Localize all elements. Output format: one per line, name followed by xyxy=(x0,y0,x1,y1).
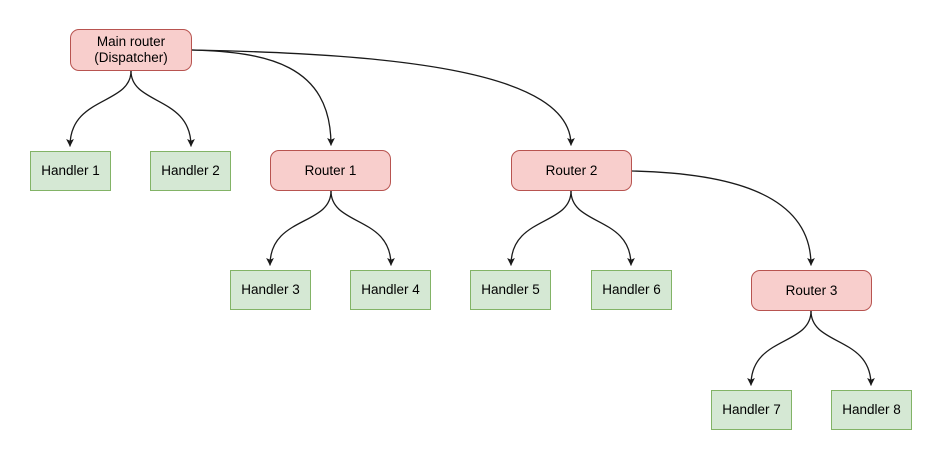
edge-router-2-to-handler-5 xyxy=(507,190,572,266)
node-main-router[interactable]: Main router (Dispatcher) xyxy=(70,29,192,71)
node-handler-4[interactable]: Handler 4 xyxy=(350,270,431,310)
node-handler-7[interactable]: Handler 7 xyxy=(711,390,792,430)
node-handler-3[interactable]: Handler 3 xyxy=(230,270,311,310)
node-handler-6[interactable]: Handler 6 xyxy=(591,270,672,310)
node-label-main-router: Main router (Dispatcher) xyxy=(94,34,168,65)
node-label-router-3: Router 3 xyxy=(785,282,838,298)
node-label-handler-5: Handler 5 xyxy=(481,282,540,297)
edge-router-3-to-handler-8 xyxy=(810,310,875,386)
edge-router-2-to-router-3 xyxy=(631,170,815,266)
node-router-2[interactable]: Router 2 xyxy=(511,150,632,191)
edge-router-3-to-handler-7 xyxy=(747,310,812,386)
node-label-handler-3: Handler 3 xyxy=(241,282,300,297)
node-label-handler-2: Handler 2 xyxy=(161,163,220,178)
node-handler-5[interactable]: Handler 5 xyxy=(470,270,551,310)
edge-main-to-handler-1 xyxy=(66,70,132,147)
edge-router-2-to-handler-6 xyxy=(570,190,635,266)
node-label-handler-4: Handler 4 xyxy=(361,282,420,297)
node-label-router-1: Router 1 xyxy=(304,162,357,178)
node-router-1[interactable]: Router 1 xyxy=(270,150,391,191)
node-handler-1[interactable]: Handler 1 xyxy=(30,151,111,191)
edge-router-1-to-handler-3 xyxy=(266,190,332,266)
node-router-3[interactable]: Router 3 xyxy=(751,270,872,311)
node-label-handler-6: Handler 6 xyxy=(602,282,661,297)
edge-main-to-router-1 xyxy=(191,49,335,146)
edge-main-to-router-2 xyxy=(191,49,575,146)
node-label-handler-8: Handler 8 xyxy=(842,402,901,417)
node-handler-8[interactable]: Handler 8 xyxy=(831,390,912,430)
edge-router-1-to-handler-4 xyxy=(330,190,395,266)
edge-group xyxy=(66,49,875,386)
edge-main-to-handler-2 xyxy=(130,70,195,147)
node-label-handler-1: Handler 1 xyxy=(41,163,100,178)
node-handler-2[interactable]: Handler 2 xyxy=(150,151,231,191)
node-label-handler-7: Handler 7 xyxy=(722,402,781,417)
node-label-router-2: Router 2 xyxy=(545,162,598,178)
